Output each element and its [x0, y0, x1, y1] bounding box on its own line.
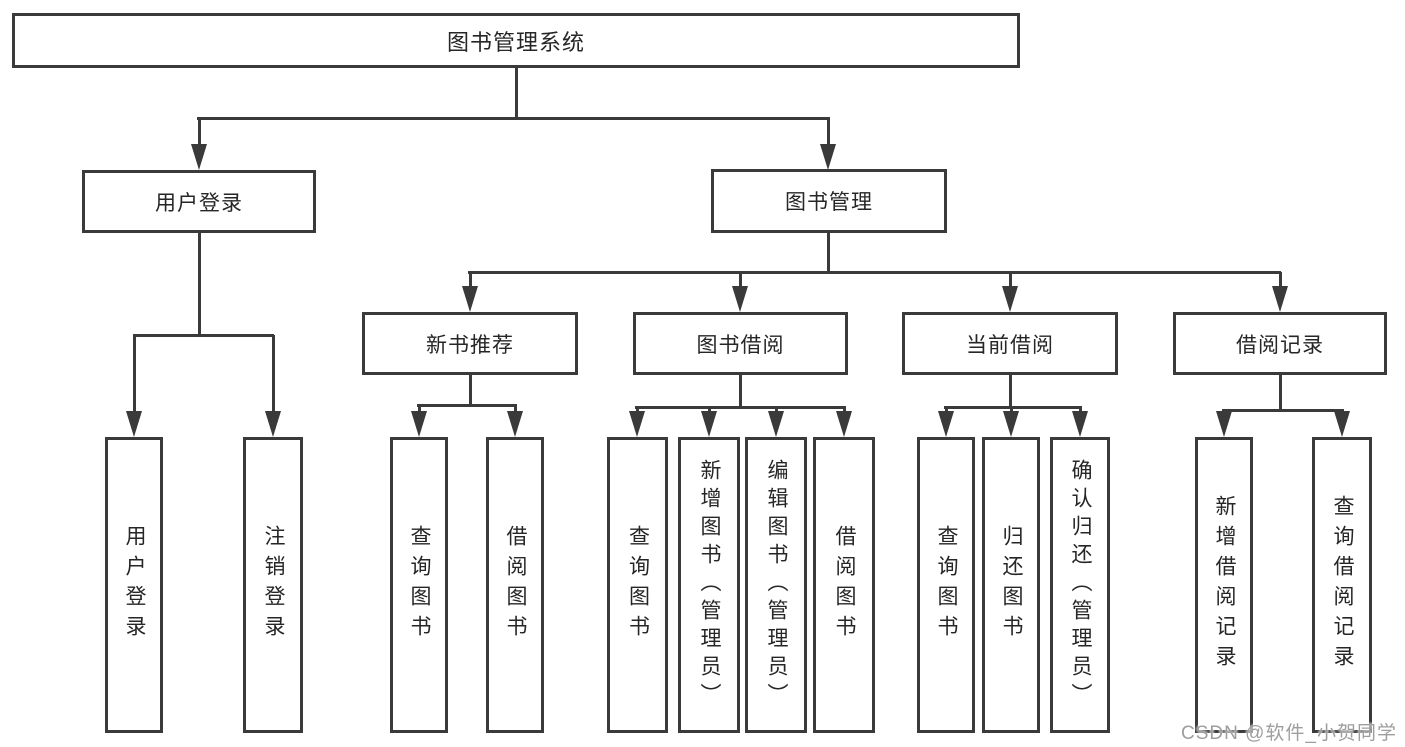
- arrowhead-down-icon: [629, 411, 645, 437]
- diagram-node-borrowing-records: 借阅记录: [1173, 312, 1387, 375]
- connector-line: [132, 335, 136, 414]
- diagram-node-leaf-query-books-1: 查询图书: [390, 437, 448, 733]
- connector-line: [635, 407, 639, 414]
- connector-line: [271, 335, 275, 414]
- connector-line: [468, 270, 1281, 274]
- arrowhead-down-icon: [411, 411, 427, 437]
- connector-line: [1278, 375, 1282, 411]
- node-label: 用户登录: [123, 525, 146, 645]
- arrowhead-down-icon: [191, 144, 207, 170]
- arrowhead-down-icon: [836, 411, 852, 437]
- diagram-node-leaf-borrow-books-2: 借阅图书: [813, 437, 875, 733]
- arrowhead-down-icon: [126, 411, 142, 437]
- connector-line: [1008, 375, 1012, 408]
- connector-line: [1278, 272, 1282, 290]
- node-label: 新增借阅记录: [1213, 495, 1236, 675]
- arrowhead-down-icon: [938, 411, 954, 437]
- arrowhead-down-icon: [1334, 411, 1350, 437]
- connector-line: [944, 407, 948, 414]
- node-label: 查询借阅记录: [1331, 495, 1354, 675]
- node-label: 图书管理系统: [446, 29, 585, 55]
- diagram-node-leaf-logout: 注销登录: [243, 437, 303, 733]
- node-label: 查询图书: [935, 525, 958, 645]
- connector-line: [1078, 407, 1082, 414]
- node-label: 新增图书（管理员）: [698, 459, 721, 711]
- node-label: 编辑图书（管理员）: [765, 459, 788, 711]
- node-label: 借阅图书: [504, 525, 527, 645]
- node-label: 图书管理: [785, 191, 873, 214]
- connector-line: [468, 272, 472, 290]
- diagram-node-book-borrowing: 图书借阅: [633, 312, 848, 375]
- diagram-node-leaf-query-books-3: 查询图书: [917, 437, 975, 733]
- connector-line: [468, 375, 472, 406]
- connector-line: [826, 118, 830, 150]
- node-label: 查询图书: [408, 525, 431, 645]
- connector-line: [944, 405, 1082, 409]
- arrowhead-down-icon: [1002, 286, 1018, 312]
- node-label: 归还图书: [1000, 525, 1023, 645]
- node-label: 注销登录: [262, 525, 285, 645]
- connector-line: [738, 375, 742, 408]
- arrowhead-down-icon: [1216, 411, 1232, 437]
- connector-line: [197, 116, 830, 120]
- arrowhead-down-icon: [1272, 286, 1288, 312]
- node-label: 借阅记录: [1236, 333, 1324, 357]
- connector-line: [417, 403, 517, 407]
- node-label: 查询图书: [626, 525, 650, 645]
- diagram-node-leaf-borrow-books-1: 借阅图书: [486, 437, 544, 733]
- arrowhead-down-icon: [701, 411, 717, 437]
- arrowhead-down-icon: [265, 411, 281, 437]
- connector-line: [738, 272, 742, 290]
- arrowhead-down-icon: [820, 144, 836, 170]
- arrowhead-down-icon: [1003, 411, 1019, 437]
- diagram-node-leaf-return-books: 归还图书: [982, 437, 1040, 733]
- diagram-node-leaf-edit-books-admin: 编辑图书（管理员）: [745, 437, 807, 733]
- connector-line: [133, 333, 274, 337]
- arrowhead-down-icon: [732, 286, 748, 312]
- diagram-node-leaf-add-books-admin: 新增图书（管理员）: [678, 437, 740, 733]
- arrowhead-down-icon: [507, 411, 523, 437]
- node-label: 图书借阅: [696, 333, 785, 357]
- arrowhead-down-icon: [462, 286, 478, 312]
- connector-line: [774, 407, 778, 414]
- node-label: 用户登录: [155, 191, 243, 215]
- diagram-node-leaf-query-record: 查询借阅记录: [1312, 437, 1372, 733]
- diagram-node-new-book-recommend: 新书推荐: [362, 312, 578, 375]
- connector-line: [1009, 407, 1013, 414]
- diagram-node-leaf-user-login: 用户登录: [105, 437, 163, 733]
- connector-line: [635, 405, 846, 409]
- connector-line: [826, 233, 830, 273]
- connector-line: [513, 405, 517, 414]
- node-label: 借阅图书: [833, 525, 856, 645]
- diagram-node-book-management: 图书管理: [711, 169, 947, 233]
- connector-line: [1222, 408, 1344, 412]
- connector-line: [514, 68, 518, 119]
- connector-line: [197, 118, 201, 150]
- arrowhead-down-icon: [768, 411, 784, 437]
- diagram-node-leaf-query-books-2: 查询图书: [607, 437, 668, 733]
- connector-line: [417, 405, 421, 414]
- diagram-node-leaf-confirm-return: 确认归还（管理员）: [1050, 437, 1110, 733]
- diagram-node-user-login: 用户登录: [82, 170, 316, 233]
- connector-line: [197, 233, 201, 336]
- diagram-node-root: 图书管理系统: [12, 13, 1020, 68]
- node-label: 新书推荐: [426, 333, 514, 357]
- node-label: 确认归还（管理员）: [1069, 459, 1092, 711]
- arrowhead-down-icon: [1072, 411, 1088, 437]
- connector-line: [842, 407, 846, 414]
- connector-line: [707, 407, 711, 414]
- connector-line: [1008, 272, 1012, 290]
- diagram-node-leaf-add-record: 新增借阅记录: [1195, 437, 1253, 733]
- diagram-node-current-borrowing: 当前借阅: [902, 312, 1118, 375]
- node-label: 当前借阅: [966, 333, 1054, 357]
